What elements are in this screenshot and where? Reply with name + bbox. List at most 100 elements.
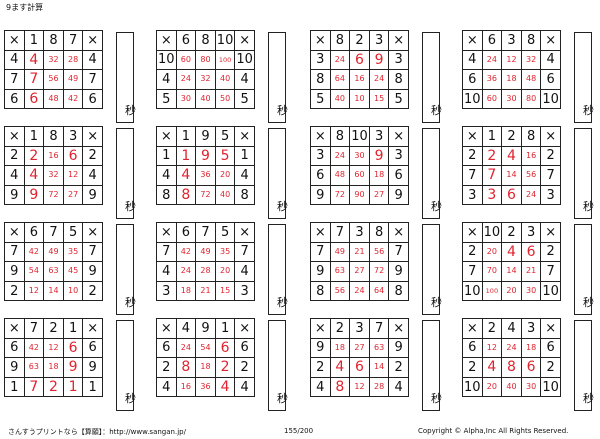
- answer-cell: 49: [329, 241, 351, 263]
- answer-cell: 20: [481, 241, 503, 263]
- answer-cell: 4: [214, 376, 236, 398]
- number-cell: 4: [501, 318, 522, 339]
- answer-cell: 63: [329, 261, 351, 282]
- answer-cell: 32: [43, 165, 64, 186]
- answer-cell: 40: [214, 184, 236, 206]
- footer-page-number: 155/200: [284, 427, 314, 435]
- answer-cell: 20: [481, 376, 503, 398]
- seconds-label: 秒: [277, 296, 288, 309]
- answer-cell: 49: [195, 241, 216, 263]
- number-cell: 7: [540, 165, 561, 186]
- answer-cell: 21: [195, 280, 216, 302]
- answer-cell: 56: [43, 69, 64, 90]
- answer-cell: 16: [349, 69, 370, 90]
- answer-cell: 36: [481, 69, 503, 90]
- seconds-label: 秒: [431, 104, 442, 117]
- answer-cell: 27: [349, 337, 370, 359]
- number-cell: ×: [4, 222, 25, 243]
- answer-cell: 56: [368, 241, 390, 263]
- number-cell: 9: [4, 261, 25, 282]
- number-cell: 2: [329, 318, 351, 339]
- answer-cell: 16: [175, 376, 197, 398]
- number-cell: ×: [462, 222, 483, 243]
- number-cell: ×: [462, 318, 483, 339]
- answer-cell: 24: [481, 49, 503, 71]
- number-cell: ×: [4, 30, 25, 51]
- answer-cell: 14: [501, 165, 522, 186]
- number-cell: 8: [520, 30, 542, 51]
- answer-cell: 36: [195, 165, 216, 186]
- answer-cell: 8: [329, 376, 351, 398]
- answer-cell: 12: [43, 337, 64, 359]
- answer-cell: 27: [349, 261, 370, 282]
- answer-cell: 35: [62, 241, 84, 263]
- number-cell: ×: [540, 318, 561, 339]
- number-cell: 7: [368, 318, 390, 339]
- answer-cell: 30: [520, 280, 542, 302]
- number-cell: 2: [540, 241, 561, 263]
- number-cell: ×: [156, 318, 177, 339]
- number-cell: ×: [82, 318, 103, 339]
- number-cell: 1: [23, 126, 45, 147]
- answer-cell: 6: [520, 357, 542, 378]
- answer-cell: 6: [501, 184, 522, 206]
- time-box: [268, 320, 286, 411]
- number-cell: 3: [388, 145, 409, 167]
- number-cell: 4: [462, 49, 483, 71]
- number-cell: 6: [481, 30, 503, 51]
- seconds-label: 秒: [125, 296, 136, 309]
- number-cell: 6: [462, 69, 483, 90]
- answer-cell: 4: [501, 241, 522, 263]
- time-box: [422, 224, 440, 315]
- number-cell: 4: [4, 49, 25, 71]
- seconds-label: 秒: [583, 392, 594, 405]
- number-cell: 8: [195, 30, 216, 51]
- number-cell: 8: [43, 30, 64, 51]
- answer-cell: 15: [368, 88, 390, 110]
- answer-cell: 20: [214, 261, 236, 282]
- answer-cell: 49: [62, 69, 84, 90]
- answer-cell: 30: [349, 145, 370, 167]
- number-cell: 10: [214, 30, 236, 51]
- number-cell: 6: [4, 337, 25, 359]
- number-cell: 9: [82, 261, 103, 282]
- number-cell: 2: [388, 357, 409, 378]
- answer-cell: 24: [368, 69, 390, 90]
- number-cell: 3: [310, 145, 331, 167]
- number-cell: 3: [388, 49, 409, 71]
- number-cell: 9: [388, 184, 409, 206]
- number-cell: 1: [175, 126, 197, 147]
- number-cell: 6: [23, 222, 45, 243]
- answer-cell: 24: [175, 69, 197, 90]
- number-cell: 2: [234, 357, 255, 378]
- number-cell: 9: [310, 184, 331, 206]
- number-cell: 7: [156, 241, 177, 263]
- number-cell: 9: [4, 357, 25, 378]
- number-cell: 7: [310, 241, 331, 263]
- number-cell: 8: [388, 280, 409, 302]
- number-cell: 6: [82, 88, 103, 110]
- number-cell: 3: [234, 280, 255, 302]
- number-cell: 7: [82, 69, 103, 90]
- number-cell: ×: [234, 126, 255, 147]
- number-cell: 2: [4, 145, 25, 167]
- answer-cell: 6: [23, 88, 45, 110]
- answer-cell: 56: [329, 280, 351, 302]
- number-cell: 2: [481, 318, 503, 339]
- seconds-label: 秒: [431, 200, 442, 213]
- number-cell: 2: [462, 145, 483, 167]
- answer-cell: 72: [43, 184, 64, 206]
- number-cell: 4: [540, 49, 561, 71]
- time-box: [422, 128, 440, 219]
- number-cell: 7: [4, 241, 25, 263]
- number-cell: 6: [156, 337, 177, 359]
- answer-cell: 60: [175, 49, 197, 71]
- seconds-label: 秒: [277, 104, 288, 117]
- number-cell: ×: [388, 126, 409, 147]
- answer-cell: 100: [481, 280, 503, 302]
- number-cell: 8: [234, 184, 255, 206]
- answer-cell: 14: [43, 280, 64, 302]
